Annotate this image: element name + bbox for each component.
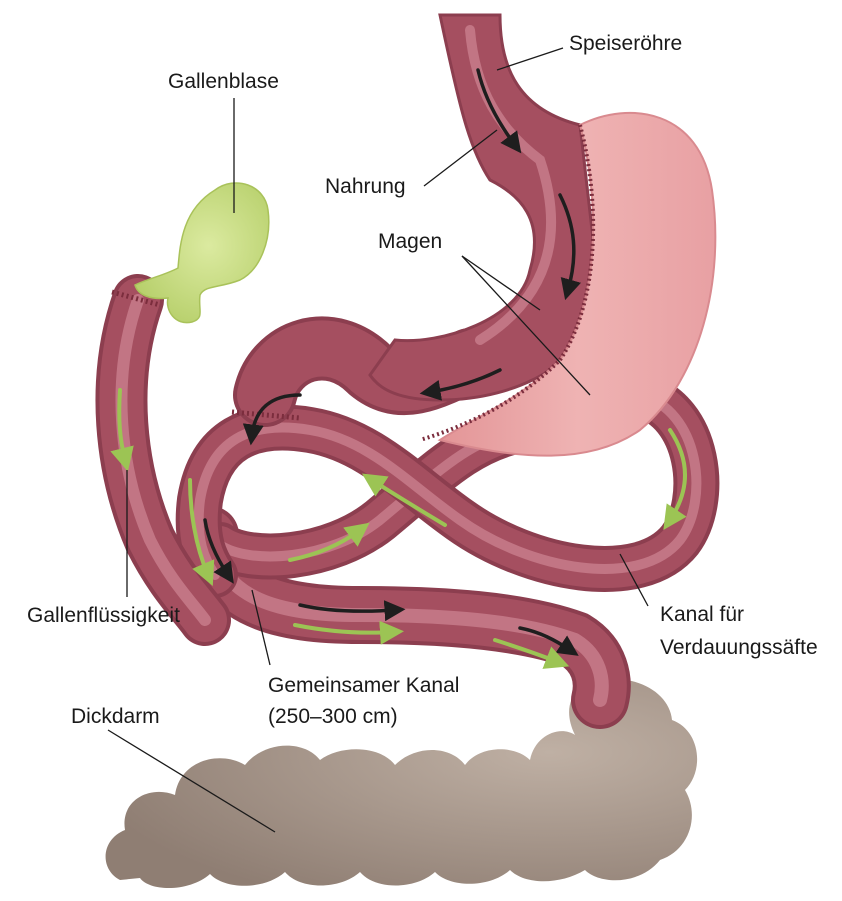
label-speiseroehre: Speiseröhre bbox=[569, 32, 682, 55]
label-kanal-line2: Verdauungssäfte bbox=[660, 636, 818, 659]
label-gallenfluessigkeit: Gallenflüssigkeit bbox=[27, 604, 180, 627]
label-gemeinsamer-line1: Gemeinsamer Kanal bbox=[268, 674, 459, 697]
label-gemeinsamer-line2: (250–300 cm) bbox=[268, 705, 398, 728]
biliary-limb bbox=[95, 274, 231, 646]
label-magen: Magen bbox=[378, 230, 442, 253]
leader-lines bbox=[107, 47, 649, 833]
common-channel bbox=[181, 407, 631, 729]
staple-line-duodenum bbox=[231, 409, 301, 421]
label-gallenblase: Gallenblase bbox=[168, 70, 279, 93]
label-kanal-line1: Kanal für bbox=[660, 603, 744, 626]
resected-stomach bbox=[419, 111, 717, 457]
staple-line-biliary bbox=[111, 289, 161, 308]
colon-shape bbox=[105, 679, 698, 889]
gallbladder-shape bbox=[134, 182, 270, 324]
label-dickdarm: Dickdarm bbox=[71, 705, 160, 728]
digestive-juice-channel bbox=[175, 372, 720, 598]
bile-arrows bbox=[110, 388, 687, 669]
label-nahrung: Nahrung bbox=[325, 175, 406, 198]
